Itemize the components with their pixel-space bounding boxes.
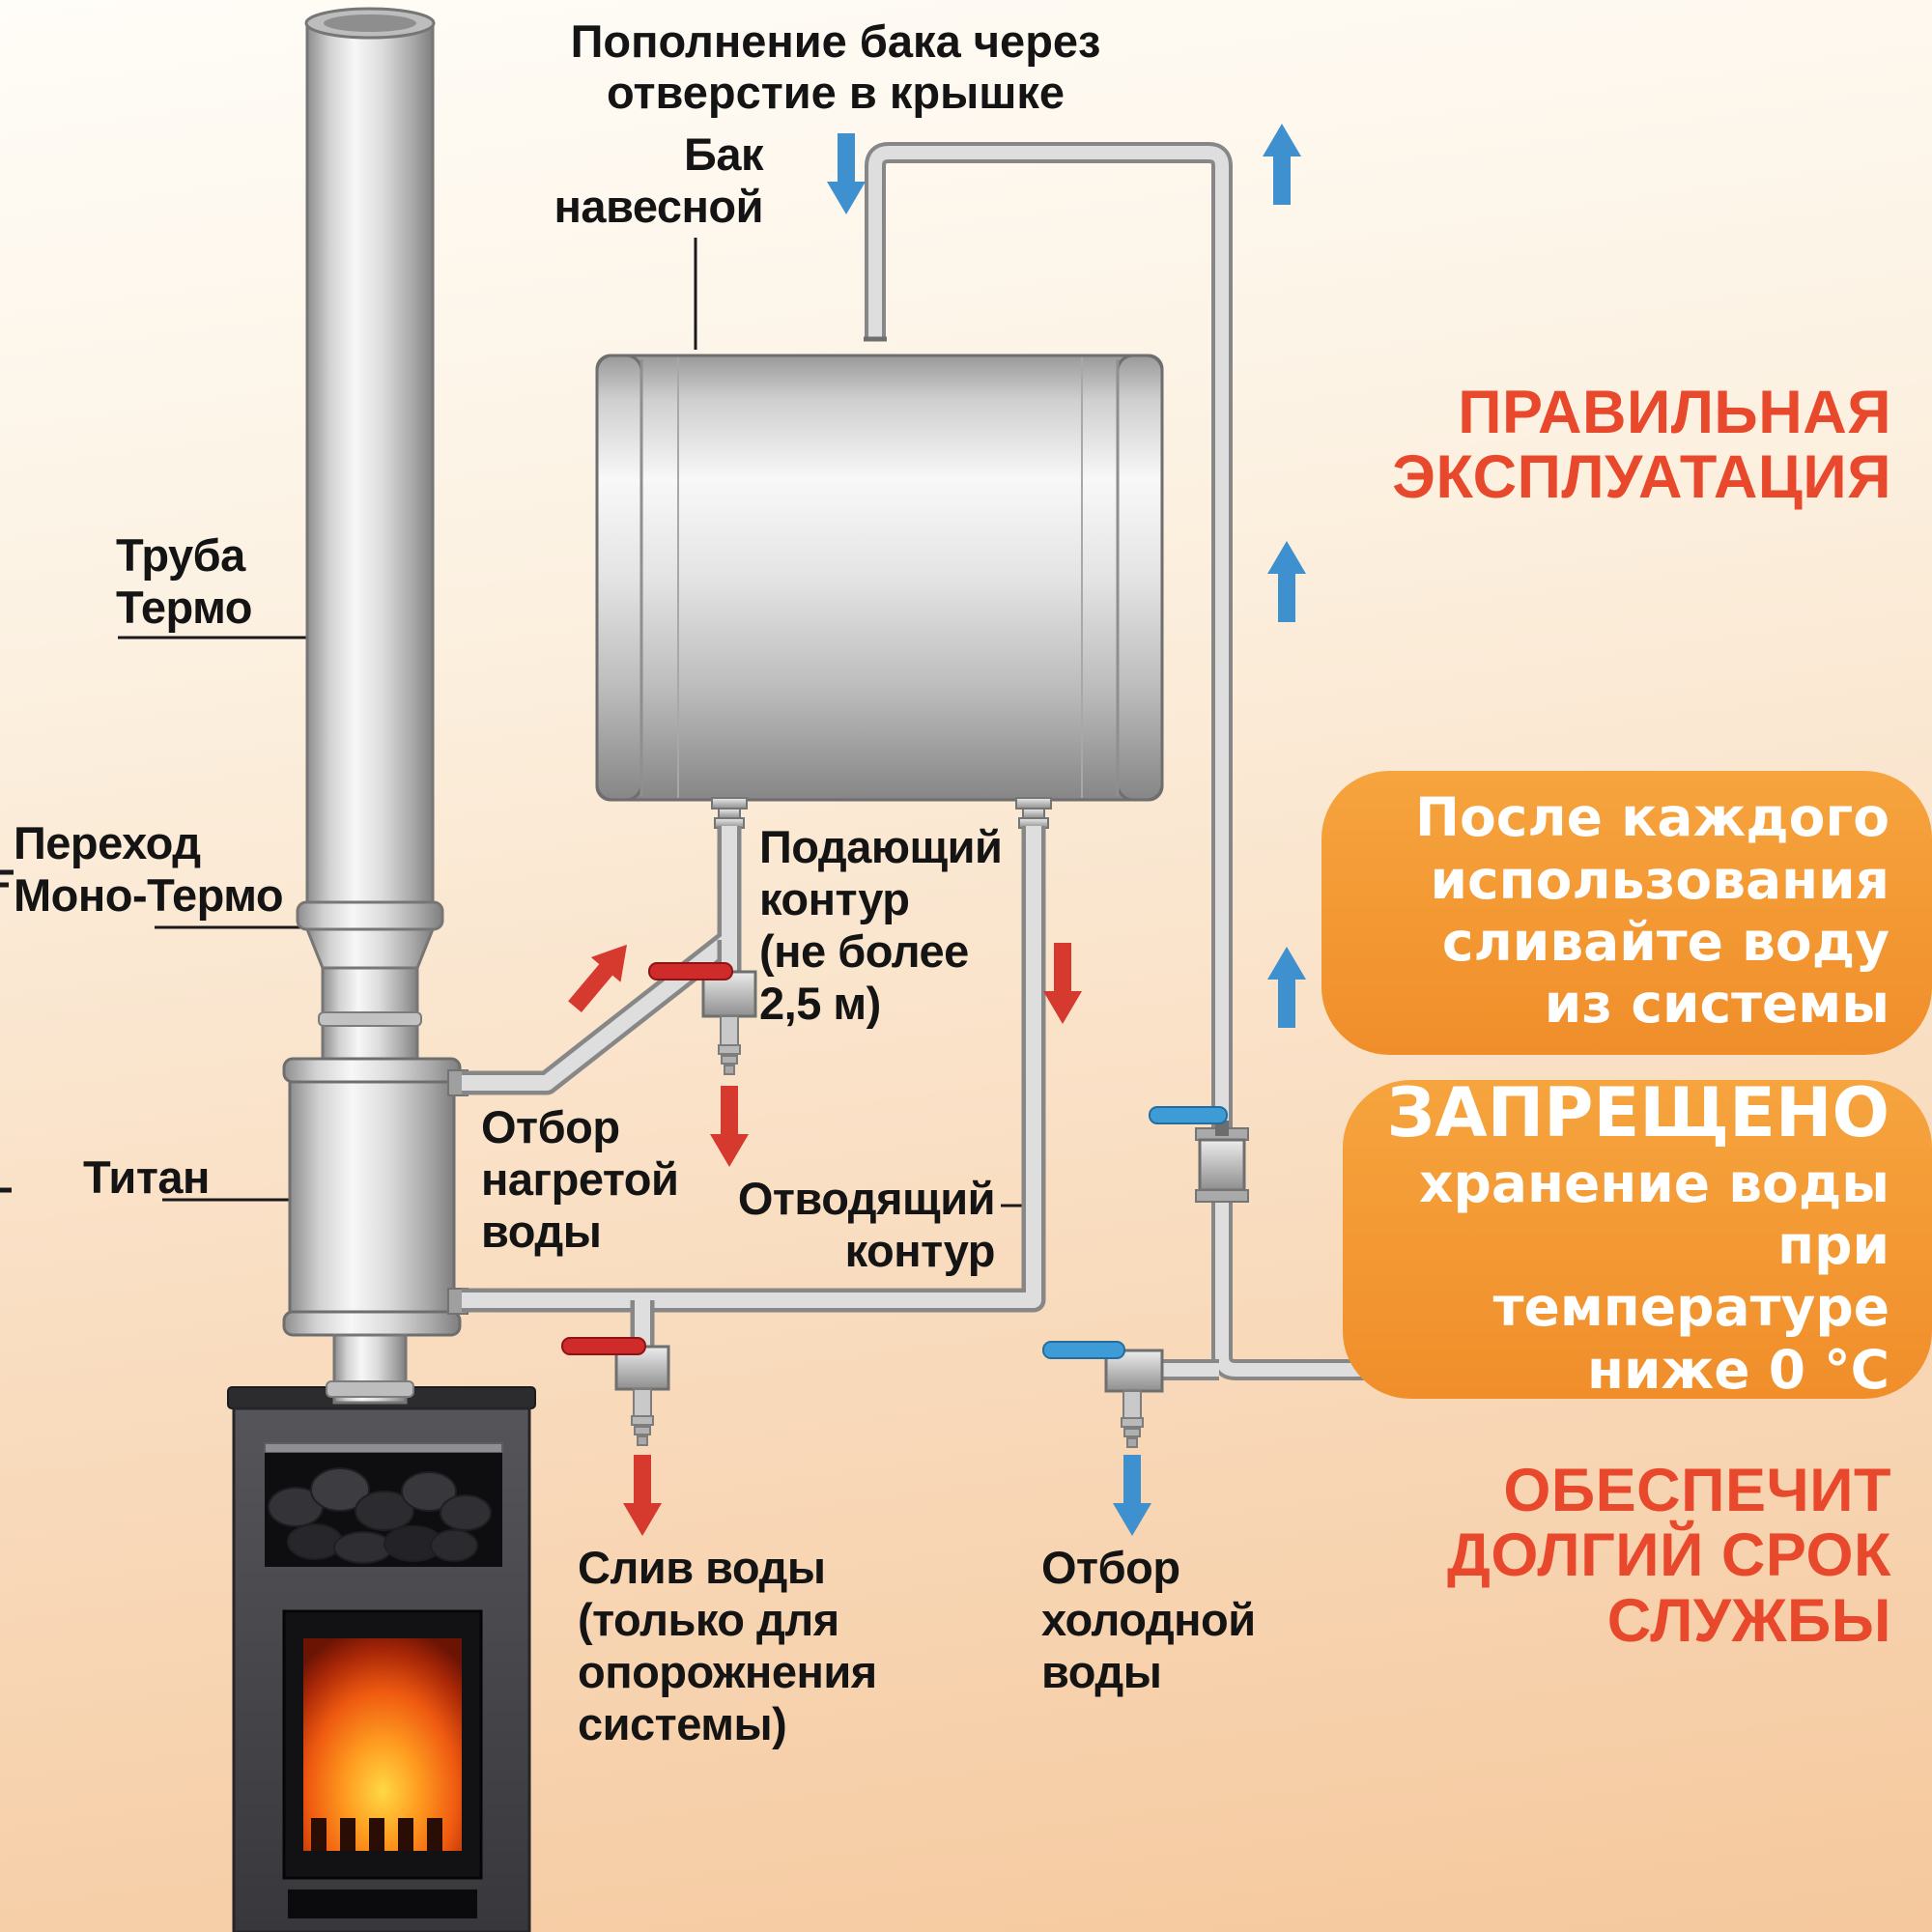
fill-note: Пополнение бака через отверстие в крышке — [570, 15, 1101, 119]
stove-ash-slot — [288, 1889, 477, 1918]
pipe-thermo-label: Труба Термо — [116, 529, 252, 634]
titan-heater — [282, 1057, 469, 1337]
bubble-drain-after-use: После каждого использования сливайте вод… — [1321, 771, 1932, 1055]
hot-water-valve — [648, 962, 757, 1075]
drain-label: Слив воды (только для опорожнения систем… — [578, 1542, 877, 1750]
drain-valve-handle — [561, 1337, 646, 1355]
titan-label: Титан — [83, 1151, 210, 1203]
tank-label: Бак навесной — [554, 128, 764, 233]
supply-circuit-label: Подающий контур (не более 2,5 м) — [759, 821, 1003, 1030]
tank-right-cap — [1116, 354, 1164, 802]
hanging-tank — [595, 354, 1164, 829]
bubble-forbidden-text: хранение воды при температуре ниже 0 °С — [1419, 1151, 1889, 1401]
cold-water-valve — [1042, 1341, 1164, 1448]
inline-valve — [1149, 1106, 1249, 1203]
bubble-forbidden-title: ЗАПРЕЩЕНО — [1386, 1073, 1889, 1153]
stove-fire — [303, 1638, 462, 1851]
chimney — [282, 7, 469, 1405]
heading-correct-operation: ПРАВИЛЬНАЯ ЭКСПЛУАТАЦИЯ — [1392, 379, 1891, 512]
mono-thermo-adapter — [296, 900, 444, 931]
riser-up-arrow-low — [1267, 947, 1306, 1028]
edge-marks — [0, 869, 14, 1193]
transition-label: Переход Моно-Термо — [14, 817, 284, 922]
tank-left-cap — [595, 354, 643, 802]
inline-valve-handle — [1149, 1106, 1228, 1124]
cold-out-arrow — [1113, 1455, 1151, 1536]
stove — [227, 1386, 536, 1932]
bubble-forbidden: ЗАПРЕЩЕНО хранение воды при температуре … — [1343, 1074, 1932, 1401]
hot-out-arrow — [710, 1086, 749, 1167]
return-circuit-label: Отводящий контур — [737, 1173, 996, 1277]
return-flow-arrow — [1043, 943, 1082, 1024]
riser-up-arrow-top — [1263, 124, 1301, 205]
fill-down-arrow — [827, 133, 866, 214]
hot-valve-handle — [648, 962, 733, 980]
stove-stones — [268, 1467, 492, 1564]
tank-outlet-fitting-return — [1015, 797, 1052, 829]
thermo-pipe — [305, 19, 435, 908]
cold-valve-handle — [1042, 1341, 1125, 1359]
drain-valve — [561, 1337, 670, 1446]
heading-long-service: ОБЕСПЕЧИТ ДОЛГИЙ СРОК СЛУЖБЫ — [1447, 1457, 1891, 1655]
riser-up-arrow-mid — [1267, 541, 1306, 622]
cold-water-label: Отбор холодной воды — [1041, 1542, 1256, 1698]
tank-outlet-fitting-supply — [711, 797, 748, 829]
hot-water-label: Отбор нагретой воды — [481, 1101, 679, 1258]
supply-circuit-pipe — [462, 826, 742, 1095]
stove-grate — [311, 1818, 442, 1851]
drain-arrow — [623, 1455, 662, 1536]
bubble-drain-text: После каждого использования сливайте вод… — [1414, 786, 1889, 1036]
